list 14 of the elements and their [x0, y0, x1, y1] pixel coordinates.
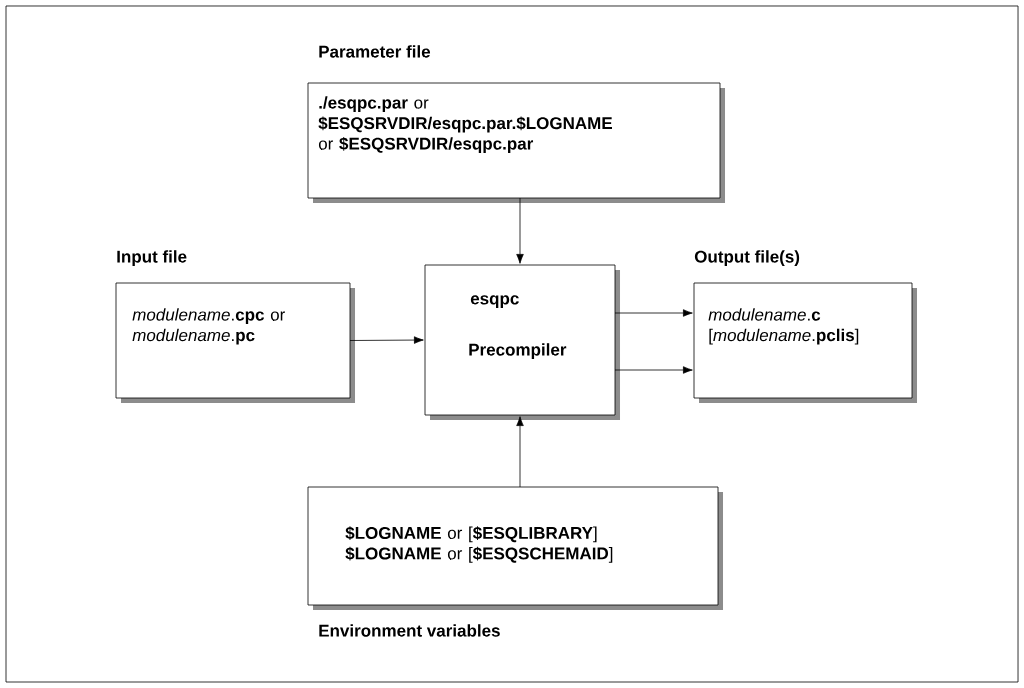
file-box: ./esqpc.par or $ESQSRVDIR/esqpc.par.$LOGNAME or $ESQSRVDIR/esqpc.par: [307, 82, 725, 203]
arrow: [349, 336, 424, 344]
file-box: modulename.c [modulename.pclis]: [693, 282, 917, 403]
box-heading: Parameter file: [319, 45, 431, 58]
box-heading: Environment variables: [319, 624, 500, 637]
arrow: [516, 416, 524, 488]
file-box: $LOGNAME or [$ESQLIBRARY] $LOGNAME or [$ESQSCHEMAID]: [307, 486, 723, 610]
arrow: [614, 309, 693, 317]
arrow: [614, 366, 693, 374]
box-heading: Output file(s): [694, 250, 800, 267]
file-box: modulename.cpc or modulename.pc: [115, 282, 355, 403]
file-box: esqpc Precompiler: [424, 264, 620, 420]
arrow: [516, 197, 524, 264]
box-heading: Input file: [117, 250, 187, 267]
